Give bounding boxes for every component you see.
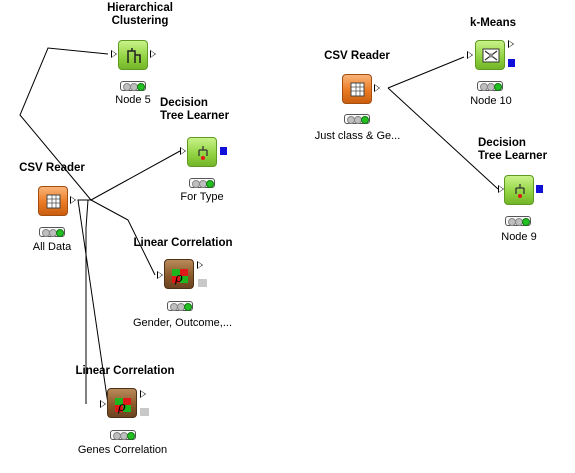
model-output-port[interactable] — [220, 147, 227, 155]
decision-tree-icon[interactable] — [504, 175, 534, 205]
status-traffic-light — [110, 430, 136, 440]
connection-line — [77, 199, 109, 405]
model-output-port[interactable] — [508, 59, 515, 67]
connection-line — [90, 150, 181, 201]
node-title: Decision Tree Learner — [478, 137, 548, 162]
csv-reader-icon[interactable] — [38, 186, 68, 216]
status-traffic-light — [477, 81, 503, 91]
status-traffic-light — [189, 178, 215, 188]
connection-line — [90, 199, 156, 276]
input-port[interactable] — [157, 271, 163, 279]
status-traffic-light — [505, 216, 531, 226]
output-port[interactable] — [508, 40, 514, 48]
connection-line — [387, 56, 465, 89]
model-output-port[interactable] — [140, 408, 149, 416]
output-port[interactable] — [140, 390, 146, 398]
output-port[interactable] — [70, 196, 76, 204]
output-port[interactable] — [197, 261, 203, 269]
connection-line — [387, 87, 499, 190]
node-label[interactable]: Just class & Ge... — [314, 130, 401, 142]
node-title: CSV Reader — [324, 50, 390, 62]
svg-text:ρ: ρ — [174, 271, 183, 286]
svg-text:ρ: ρ — [117, 400, 126, 415]
correlation-icon[interactable]: ρ — [164, 259, 194, 289]
connection-line — [85, 199, 89, 404]
node-label[interactable]: Gender, Outcome,... — [132, 317, 233, 329]
output-port[interactable] — [374, 84, 380, 92]
node-label[interactable]: Node 10 — [470, 95, 512, 107]
connection-line — [19, 47, 109, 201]
node-title: Decision Tree Learner — [160, 97, 230, 122]
input-port[interactable] — [111, 50, 117, 58]
k-means-icon[interactable] — [475, 40, 505, 70]
node-label[interactable]: Genes Correlation — [77, 444, 168, 456]
node-label[interactable]: Node 5 — [115, 94, 151, 106]
output-port[interactable] — [150, 50, 156, 58]
model-output-port[interactable] — [198, 279, 207, 287]
csv-reader-icon[interactable] — [342, 74, 372, 104]
node-title: Linear Correlation — [133, 237, 233, 249]
status-traffic-light — [344, 114, 370, 124]
node-title: Hierarchical Clustering — [107, 2, 173, 27]
status-traffic-light — [167, 301, 193, 311]
model-output-port[interactable] — [536, 185, 543, 193]
decision-tree-icon[interactable] — [187, 137, 217, 167]
node-title: CSV Reader — [19, 162, 85, 174]
node-title: Linear Correlation — [75, 365, 175, 377]
input-port[interactable] — [467, 51, 473, 59]
node-label[interactable]: For Type — [180, 191, 224, 203]
status-traffic-light — [120, 81, 146, 91]
input-port[interactable] — [100, 400, 106, 408]
node-label[interactable]: All Data — [32, 241, 72, 253]
node-label[interactable]: Node 9 — [501, 231, 537, 243]
input-port[interactable] — [180, 147, 186, 155]
status-traffic-light — [39, 227, 65, 237]
node-title: k-Means — [469, 17, 517, 29]
input-port[interactable] — [498, 185, 504, 193]
hierarchical-clustering-icon[interactable] — [118, 40, 148, 70]
correlation-icon[interactable]: ρ — [107, 388, 137, 418]
